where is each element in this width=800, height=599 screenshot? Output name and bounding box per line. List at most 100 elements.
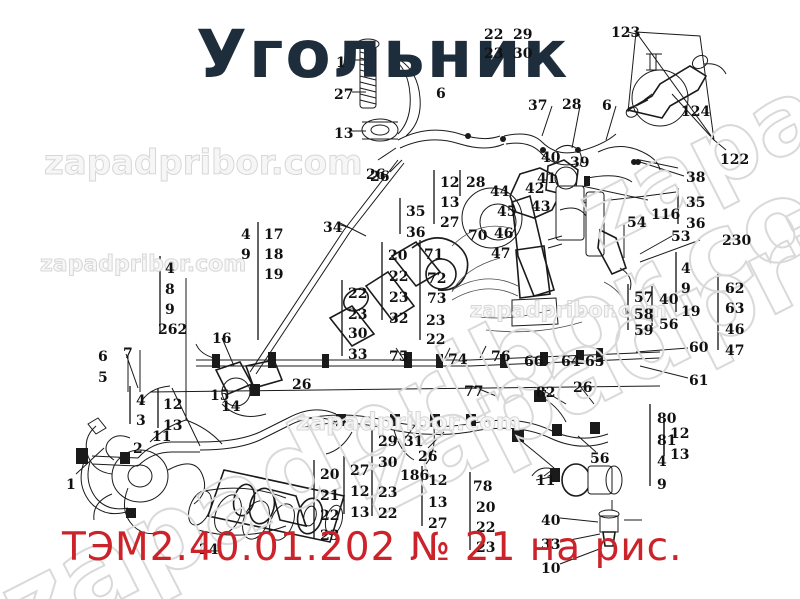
callout-number: 13 <box>428 495 448 511</box>
callout-number: 30 <box>348 326 368 342</box>
callout-number: 13 <box>163 418 183 434</box>
callout-number: 23 <box>484 46 504 62</box>
callout-number: 17 <box>264 227 284 243</box>
callout-number: 33 <box>541 537 561 553</box>
callout-number: 4 <box>241 227 251 243</box>
callout-number: 9 <box>657 477 667 493</box>
callout-number: 62 <box>725 281 745 297</box>
callout-number: 6 <box>602 98 612 114</box>
callout-number: 35 <box>686 195 706 211</box>
callout-number: 46 <box>725 322 745 338</box>
callout-number: 12 <box>428 473 448 489</box>
callout-number: 22 <box>389 269 409 285</box>
callout-number: 44 <box>490 184 510 200</box>
callout-number: 116 <box>651 207 681 223</box>
callout-number: 41 <box>537 171 557 187</box>
callout-number: 64 <box>561 354 581 370</box>
callout-number: 123 <box>611 25 641 41</box>
callout-number: 32 <box>389 311 409 327</box>
page-title: Угольник <box>196 16 570 93</box>
callout-number: 2 <box>133 441 143 457</box>
callout-number: 186 <box>400 468 430 484</box>
callout-number: 20 <box>320 467 340 483</box>
callout-number: 12 <box>440 175 460 191</box>
callout-number: 30 <box>378 455 398 471</box>
callout-number: 29 <box>378 434 398 450</box>
callout-number: 18 <box>264 247 284 263</box>
callout-number: 38 <box>686 170 706 186</box>
callout-number: 74 <box>448 352 468 368</box>
callout-number: 4 <box>165 261 175 277</box>
callout-number: 8 <box>165 282 175 298</box>
callout-number: 22 <box>476 520 496 536</box>
drawing-caption: ТЭМ2.40.01.202 № 21 на рис. <box>62 525 683 570</box>
callout-number: 61 <box>689 373 709 389</box>
callout-number: 122 <box>720 152 750 168</box>
callout-number: 77 <box>464 384 484 400</box>
part-group-drain-valve <box>560 500 642 564</box>
callout-number: 13 <box>350 505 370 521</box>
callout-number: 47 <box>725 343 745 359</box>
callout-number: 27 <box>334 87 354 103</box>
callout-number: 26 <box>370 169 390 185</box>
callout-number: 10 <box>541 561 561 577</box>
callout-number: 27 <box>440 215 460 231</box>
callout-number: 23 <box>320 528 340 544</box>
callout-number: 22 <box>348 286 368 302</box>
part-group-coupling-detail <box>208 470 345 542</box>
callout-number: 20 <box>388 248 408 264</box>
callout-number: 1 <box>336 55 346 71</box>
callout-number: 262 <box>158 322 188 338</box>
callout-number: 13 <box>334 126 354 142</box>
callout-number: 23 <box>426 313 446 329</box>
part-group-valves-right <box>512 390 622 496</box>
callout-number: 1 <box>66 477 76 493</box>
callout-number: 40 <box>541 150 561 166</box>
callout-number: 72 <box>427 271 447 287</box>
callout-number: 47 <box>491 246 511 262</box>
callout-number: 30 <box>513 46 533 62</box>
callout-number: 19 <box>681 304 701 320</box>
callout-number: 59 <box>634 323 654 339</box>
callout-number: 22 <box>426 332 446 348</box>
callout-number: 75 <box>389 349 409 365</box>
callout-number: 73 <box>427 291 447 307</box>
callout-number: 42 <box>525 181 545 197</box>
callout-number: 70 <box>468 228 488 244</box>
callout-number: 7 <box>123 346 133 362</box>
callout-number: 23 <box>476 540 496 556</box>
callout-number: 9 <box>681 281 691 297</box>
callout-number: 15 <box>210 388 230 404</box>
callout-number: 65 <box>585 354 605 370</box>
callout-number: 28 <box>562 97 582 113</box>
callout-number: 20 <box>476 500 496 516</box>
callout-number: 26 <box>573 380 593 396</box>
part-group-central-block <box>462 145 631 326</box>
callout-number: 37 <box>528 98 548 114</box>
callout-number: 27 <box>350 463 370 479</box>
callout-number: 6 <box>436 86 446 102</box>
callout-number: 12 <box>350 484 370 500</box>
callout-number: 4 <box>657 454 667 470</box>
callout-number: 11 <box>536 473 556 489</box>
callout-number: 9 <box>241 247 251 263</box>
callout-number: 43 <box>531 199 551 215</box>
callout-number: 33 <box>348 347 368 363</box>
callout-number: 4 <box>136 393 146 409</box>
callout-number: 12 <box>163 397 183 413</box>
callout-number: 22 <box>320 508 340 524</box>
callout-number: 9 <box>165 302 175 318</box>
callout-number: 16 <box>212 331 232 347</box>
callout-number: 31 <box>404 434 424 450</box>
callout-number: 3 <box>136 413 146 429</box>
callout-number: 24 <box>199 542 219 558</box>
callout-number: 230 <box>722 233 752 249</box>
callout-number: 35 <box>406 204 426 220</box>
callout-number: 71 <box>424 247 444 263</box>
callout-number: 11 <box>152 429 172 445</box>
callout-number: 19 <box>264 267 284 283</box>
callout-number: 58 <box>634 307 654 323</box>
callout-number: 36 <box>406 225 426 241</box>
callout-number: 80 <box>657 411 677 427</box>
